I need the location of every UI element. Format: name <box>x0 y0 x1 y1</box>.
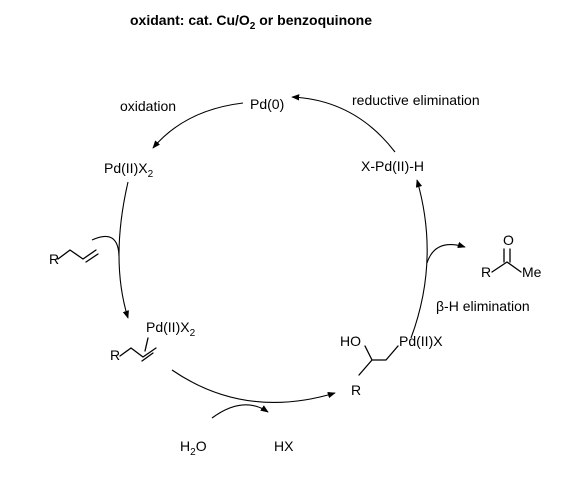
svg-text:Pd(II)X: Pd(II)X <box>399 333 443 349</box>
svg-text:HO: HO <box>340 333 361 349</box>
nucleopalladation-arrow <box>171 369 336 404</box>
svg-text:R: R <box>481 264 491 280</box>
svg-text:R: R <box>351 382 361 398</box>
alkene-substrate: R <box>49 249 99 267</box>
svg-text:Me: Me <box>522 264 542 280</box>
pd-hydride-species: X-Pd(II)-H <box>361 158 424 174</box>
hx-byproduct: HX <box>274 438 294 454</box>
pd0-species: Pd(0) <box>250 96 284 112</box>
svg-text:O: O <box>503 232 514 248</box>
beta-h-elimination-label: β-H elimination <box>436 298 530 314</box>
alkene-entry-arrow <box>91 235 120 257</box>
water-reagent: H2O <box>180 438 207 458</box>
beta-h-elimination-arrow <box>410 179 428 339</box>
svg-text:Pd(II)X2: Pd(II)X2 <box>146 319 196 339</box>
water-entry-arrow <box>211 404 269 419</box>
pd-alkene-complex: Pd(II)X2 R <box>110 319 196 363</box>
oxidation-label: oxidation <box>120 98 176 114</box>
ketone-product: O R Me <box>481 232 542 280</box>
reductive-elimination-arrow <box>291 94 396 153</box>
oxidation-arrow <box>152 102 244 149</box>
svg-text:R: R <box>110 347 120 363</box>
ketone-release-arrow <box>426 241 466 264</box>
svg-text:R: R <box>49 251 59 267</box>
reductive-elimination-label: reductive elimination <box>352 92 480 108</box>
oxidant-title: oxidant: cat. Cu/O2 or benzoquinone <box>130 12 372 32</box>
pdx2-species: Pd(II)X2 <box>104 160 154 180</box>
alkyl-pd-intermediate: HO Pd(II)X R <box>340 333 443 398</box>
alkene-coordination-arrow <box>118 181 129 319</box>
